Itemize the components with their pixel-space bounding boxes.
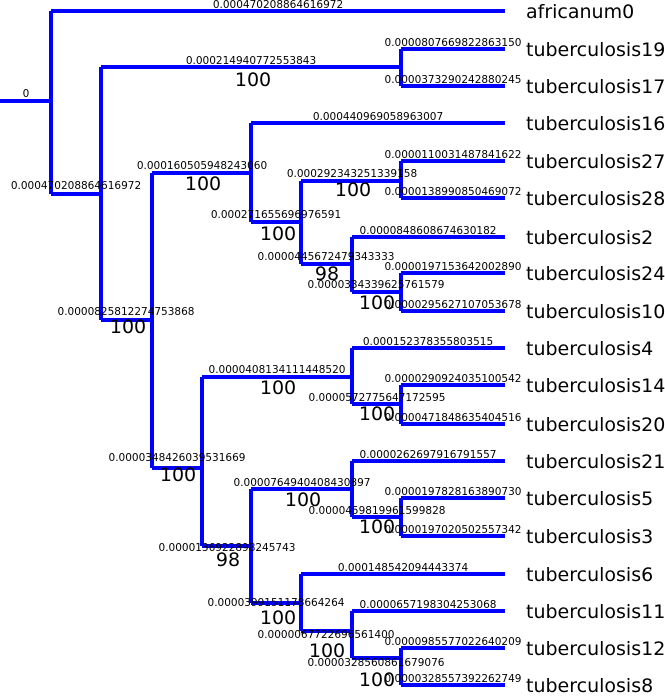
support-clade-q: 100: [359, 669, 395, 691]
length-tuberculosis3: 0.0000197020502557342: [385, 524, 522, 536]
support-clade-d: 100: [185, 173, 221, 195]
length-clade-n: 0.0000459819961599828: [309, 505, 446, 517]
support-clade-c: 100: [110, 316, 146, 338]
length-clade-m: 0.0000764940408430897: [234, 477, 371, 489]
leaf-tuberculosis5: tuberculosis5: [526, 488, 653, 510]
length-tuberculosis8: 0.0000328557392262749: [385, 673, 522, 685]
length-clade-k: 0.0000572775647172595: [309, 392, 446, 404]
support-clade-j: 100: [260, 377, 296, 399]
length-tuberculosis14: 0.0000290924035100542: [385, 373, 522, 385]
length-clade-j: 0.0000408134111448520: [209, 364, 346, 376]
leaf-tuberculosis27: tuberculosis27: [526, 151, 665, 173]
length-clade-e: 0.000271655696976591: [211, 209, 341, 221]
support-clade-b: 100: [235, 69, 271, 91]
length-clade-b: 0.000214940772553843: [186, 55, 316, 67]
support-clade-m: 100: [285, 489, 321, 511]
length-africanum0: 0.000470208864616972: [213, 0, 343, 11]
length-tuberculosis10: 0.0000295627107053678: [385, 299, 522, 311]
length-tuberculosis28: 0.0000138990850469072: [385, 186, 522, 198]
support-clade-i: 100: [160, 464, 196, 486]
support-clade-k: 100: [359, 403, 395, 425]
length-tuberculosis19: 0.0000807669822863150: [385, 37, 522, 49]
length-clade-l: 0.0000136922898245743: [159, 542, 296, 554]
length-clade-i: 0.0000348426039531669: [109, 452, 246, 464]
length-tuberculosis12: 0.0000985577022640209: [385, 636, 522, 648]
length-clade-g: 0.0000445672479343333: [258, 251, 395, 263]
length-tuberculosis21: 0.0000262697916791557: [360, 449, 497, 461]
length-tuberculosis11: 0.0000657198304253068: [360, 599, 497, 611]
leaf-tuberculosis10: tuberculosis10: [526, 301, 665, 323]
leaf-tuberculosis2: tuberculosis2: [526, 227, 653, 249]
support-clade-n: 100: [359, 516, 395, 538]
support-clade-g: 98: [315, 263, 339, 285]
leaf-tuberculosis6: tuberculosis6: [526, 564, 653, 586]
leaf-tuberculosis4: tuberculosis4: [526, 338, 653, 360]
length-clade-q: 0.0000328560861679076: [308, 657, 445, 669]
leaf-tuberculosis19: tuberculosis19: [526, 39, 665, 61]
leaf-tuberculosis24: tuberculosis24: [526, 263, 665, 285]
leaf-tuberculosis16: tuberculosis16: [526, 113, 665, 135]
leaf-tuberculosis12: tuberculosis12: [526, 638, 665, 660]
length-clade-a: 0.000470208864616972: [11, 180, 141, 192]
support-clade-h: 100: [359, 292, 395, 314]
length-tuberculosis2: 0.0000848608674630182: [360, 225, 497, 237]
length-tuberculosis4: 0.000152378355803515: [363, 336, 493, 348]
tree-branches: [0, 9, 505, 687]
length-clade-p: 0.0000067722696561400: [258, 629, 395, 641]
bootstrap-labels: 100 100 100 100 100 98 100 100 100 100 9…: [110, 69, 395, 691]
leaf-tuberculosis17: tuberculosis17: [526, 76, 665, 98]
length-clade-o: 0.0000399151178664264: [208, 597, 345, 609]
root-label: 0: [23, 88, 30, 100]
leaf-africanum0: africanum0: [526, 1, 634, 23]
leaf-tuberculosis20: tuberculosis20: [526, 414, 665, 436]
support-clade-e: 100: [260, 223, 296, 245]
leaf-tuberculosis3: tuberculosis3: [526, 526, 653, 548]
length-tuberculosis20: 0.0000471848635404516: [385, 412, 522, 424]
branch-length-labels: 0 0.000470208864616972 0.000470208864616…: [11, 0, 522, 685]
length-clade-c: 0.0000825812274753868: [58, 306, 195, 318]
length-tuberculosis5: 0.0000197828163890730: [385, 486, 522, 498]
length-clade-d: 0.000160505948243060: [137, 160, 267, 172]
leaf-labels: africanum0 tuberculosis19 tuberculosis17…: [526, 1, 665, 696]
leaf-tuberculosis14: tuberculosis14: [526, 375, 665, 397]
support-clade-o: 100: [260, 607, 296, 629]
leaf-tuberculosis8: tuberculosis8: [526, 675, 653, 696]
length-tuberculosis6: 0.000148542094443374: [338, 562, 469, 574]
length-tuberculosis17: 0.0000373290242880245: [385, 74, 522, 86]
leaf-tuberculosis21: tuberculosis21: [526, 451, 665, 473]
length-tuberculosis24: 0.0000197153642002890: [385, 261, 522, 273]
length-tuberculosis16: 0.000440969058963007: [313, 111, 443, 123]
leaf-tuberculosis28: tuberculosis28: [526, 188, 665, 210]
support-clade-p: 100: [309, 640, 345, 662]
support-clade-f: 100: [335, 179, 371, 201]
length-clade-f: 0.000292343251339158: [287, 168, 417, 180]
leaf-tuberculosis11: tuberculosis11: [526, 601, 665, 623]
length-clade-h: 0.0000334339625761579: [308, 279, 445, 291]
length-tuberculosis27: 0.0000110031487841622: [385, 149, 522, 161]
support-clade-l: 98: [216, 549, 240, 571]
